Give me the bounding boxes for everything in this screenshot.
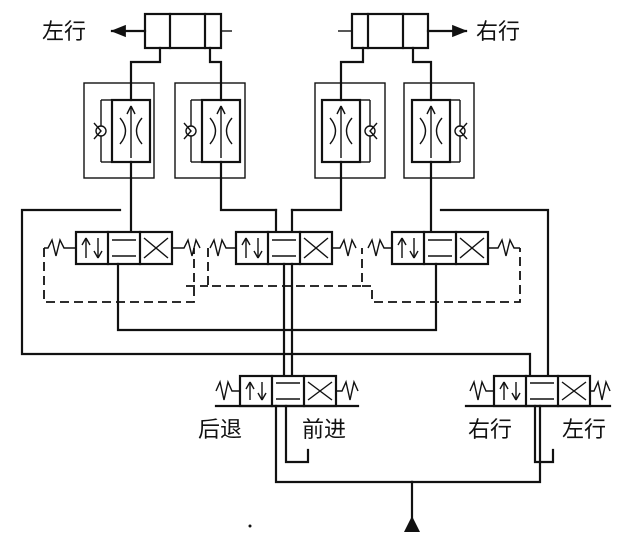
cylinder-left — [110, 12, 232, 50]
directional-valve-center — [209, 230, 357, 266]
throttle-valve-4 — [403, 82, 475, 179]
control-valve-left-right — [464, 374, 612, 408]
throttle-valve-3 — [314, 82, 386, 179]
cylinder-right — [338, 12, 468, 50]
control-valve-forward-back — [214, 374, 360, 408]
throttle-valve-1 — [83, 82, 155, 179]
directional-valve-right — [367, 230, 520, 266]
label-left-travel-bottom: 左行 — [562, 418, 607, 443]
label-reverse: 后退 — [198, 418, 243, 443]
directional-valve-left — [44, 230, 201, 266]
label-right-travel-top: 右行 — [476, 20, 521, 45]
label-right-travel-bottom: 右行 — [468, 418, 513, 443]
pump-source-icon — [404, 516, 420, 532]
throttle-valve-2 — [174, 82, 246, 179]
label-forward: 前进 — [302, 418, 347, 443]
label-left-travel-top: 左行 — [42, 20, 87, 45]
